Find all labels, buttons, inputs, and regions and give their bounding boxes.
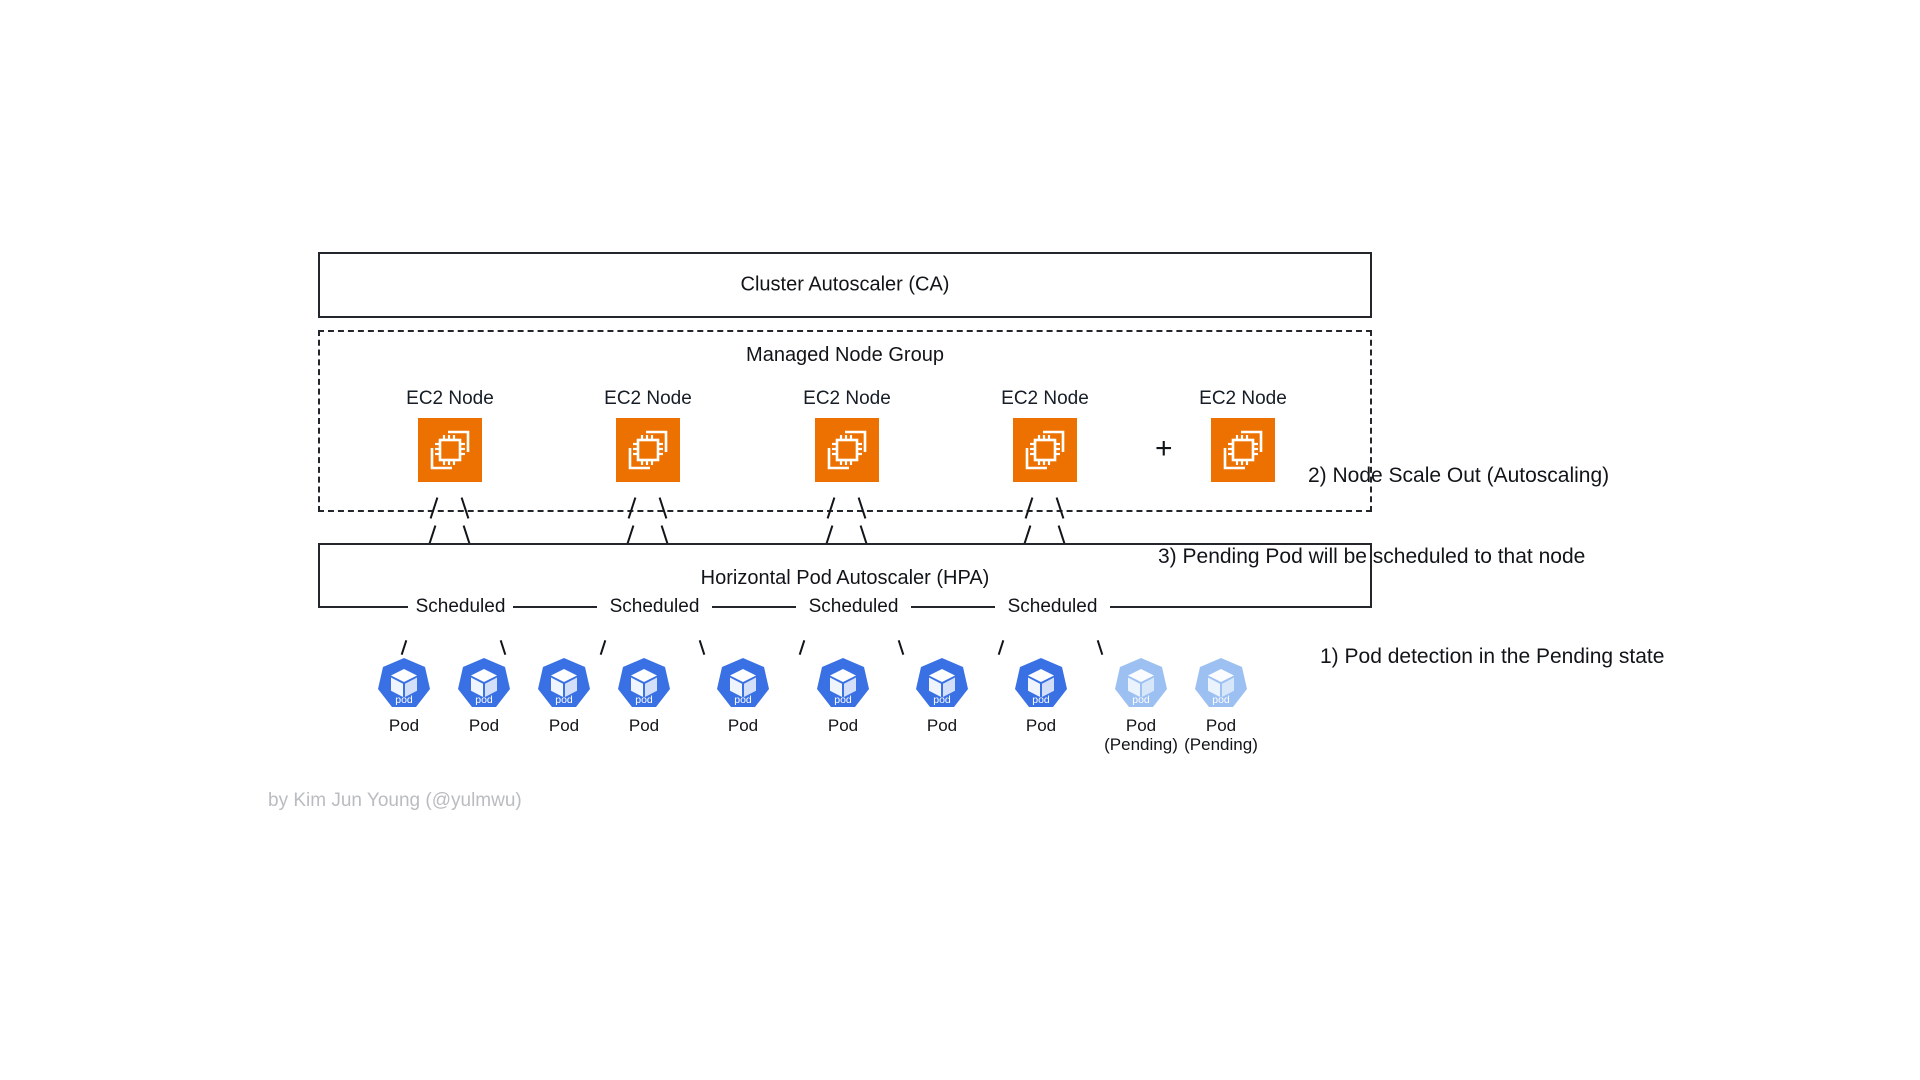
pod-label: Pod <box>388 716 420 735</box>
ec2-instance-icon <box>1211 418 1275 482</box>
plus-sign: + <box>1155 432 1173 465</box>
pod-8[interactable]: pod Pod <box>1001 656 1081 735</box>
ec2-node-label: EC2 Node <box>803 388 891 409</box>
hpa-bottom-segment <box>318 606 408 608</box>
kubernetes-pod-icon: pod <box>914 656 970 712</box>
annotation-step-2: 2) Node Scale Out (Autoscaling) <box>1308 464 1610 487</box>
scheduled-label-3: Scheduled <box>796 596 911 618</box>
pod-label: Pod <box>727 716 759 735</box>
pod-label: Pod (Pending) <box>1104 716 1178 755</box>
pod-label: Pod <box>468 716 500 735</box>
scheduled-label-1: Scheduled <box>408 596 513 618</box>
ec2-instance-icon <box>815 418 879 482</box>
hpa-bottom-segment <box>1110 606 1372 608</box>
pod-7[interactable]: pod Pod <box>902 656 982 735</box>
svg-text:pod: pod <box>1212 694 1230 706</box>
pod-connector-tick <box>499 640 507 655</box>
cluster-autoscaler-box: Cluster Autoscaler (CA) <box>318 252 1372 318</box>
kubernetes-pod-icon: pod <box>815 656 871 712</box>
pod-10-pending[interactable]: pod Pod (Pending) <box>1181 656 1261 754</box>
annotation-step-1: 1) Pod detection in the Pending state <box>1320 645 1665 668</box>
pod-connector-tick <box>599 640 607 655</box>
pod-connector-tick <box>897 640 905 655</box>
ec2-node-2[interactable]: EC2 Node <box>588 388 708 482</box>
ec2-node-label: EC2 Node <box>604 388 692 409</box>
ec2-node-5-added[interactable]: EC2 Node <box>1183 388 1303 482</box>
hpa-bottom-segment <box>712 606 796 608</box>
pod-label: Pod <box>1025 716 1057 735</box>
hpa-bottom-segment <box>513 606 597 608</box>
ec2-instance-icon <box>1013 418 1077 482</box>
kubernetes-pod-icon: pod <box>1013 656 1069 712</box>
kubernetes-pod-icon: pod <box>456 656 512 712</box>
pod-5[interactable]: pod Pod <box>703 656 783 735</box>
pod-2[interactable]: pod Pod <box>444 656 524 735</box>
ec2-node-4[interactable]: EC2 Node <box>985 388 1105 482</box>
kubernetes-pod-icon: pod <box>616 656 672 712</box>
pod-connector-tick <box>997 640 1005 655</box>
pod-label: Pod <box>827 716 859 735</box>
svg-text:pod: pod <box>555 694 573 706</box>
kubernetes-pod-icon: pod <box>1113 656 1169 712</box>
svg-text:pod: pod <box>395 694 413 706</box>
ec2-node-1[interactable]: EC2 Node <box>390 388 510 482</box>
svg-text:pod: pod <box>834 694 852 706</box>
hpa-label: Horizontal Pod Autoscaler (HPA) <box>700 567 990 589</box>
pod-label: Pod (Pending) <box>1184 716 1258 755</box>
svg-text:pod: pod <box>1132 694 1150 706</box>
svg-text:pod: pod <box>635 694 653 706</box>
kubernetes-pod-icon: pod <box>715 656 771 712</box>
svg-text:pod: pod <box>933 694 951 706</box>
pod-3[interactable]: pod Pod <box>524 656 604 735</box>
pod-4[interactable]: pod Pod <box>604 656 684 735</box>
pod-label: Pod <box>628 716 660 735</box>
pod-connector-tick <box>1096 640 1104 655</box>
pod-6[interactable]: pod Pod <box>803 656 883 735</box>
managed-node-group-label: Managed Node Group <box>746 344 944 366</box>
byline: by Kim Jun Young (@yulmwu) <box>268 790 522 811</box>
annotation-step-3: 3) Pending Pod will be scheduled to that… <box>1158 545 1586 568</box>
pod-9-pending[interactable]: pod Pod (Pending) <box>1101 656 1181 754</box>
svg-text:pod: pod <box>734 694 752 706</box>
ec2-node-label: EC2 Node <box>1001 388 1089 409</box>
scheduled-label-4: Scheduled <box>995 596 1110 618</box>
pod-connector-tick <box>400 640 408 655</box>
svg-text:pod: pod <box>1032 694 1050 706</box>
cluster-autoscaler-label: Cluster Autoscaler (CA) <box>740 273 950 296</box>
kubernetes-pod-icon: pod <box>376 656 432 712</box>
pod-1[interactable]: pod Pod <box>364 656 444 735</box>
pod-label: Pod <box>926 716 958 735</box>
ec2-instance-icon <box>418 418 482 482</box>
hpa-bottom-segment <box>911 606 995 608</box>
kubernetes-pod-icon: pod <box>536 656 592 712</box>
scheduled-label-2: Scheduled <box>597 596 712 618</box>
svg-text:pod: pod <box>475 694 493 706</box>
pod-connector-tick <box>698 640 706 655</box>
ec2-node-label: EC2 Node <box>406 388 494 409</box>
ec2-instance-icon <box>616 418 680 482</box>
pod-label: Pod <box>548 716 580 735</box>
ec2-node-label: EC2 Node <box>1199 388 1287 409</box>
kubernetes-pod-icon: pod <box>1193 656 1249 712</box>
pod-connector-tick <box>798 640 806 655</box>
ec2-node-3[interactable]: EC2 Node <box>787 388 907 482</box>
